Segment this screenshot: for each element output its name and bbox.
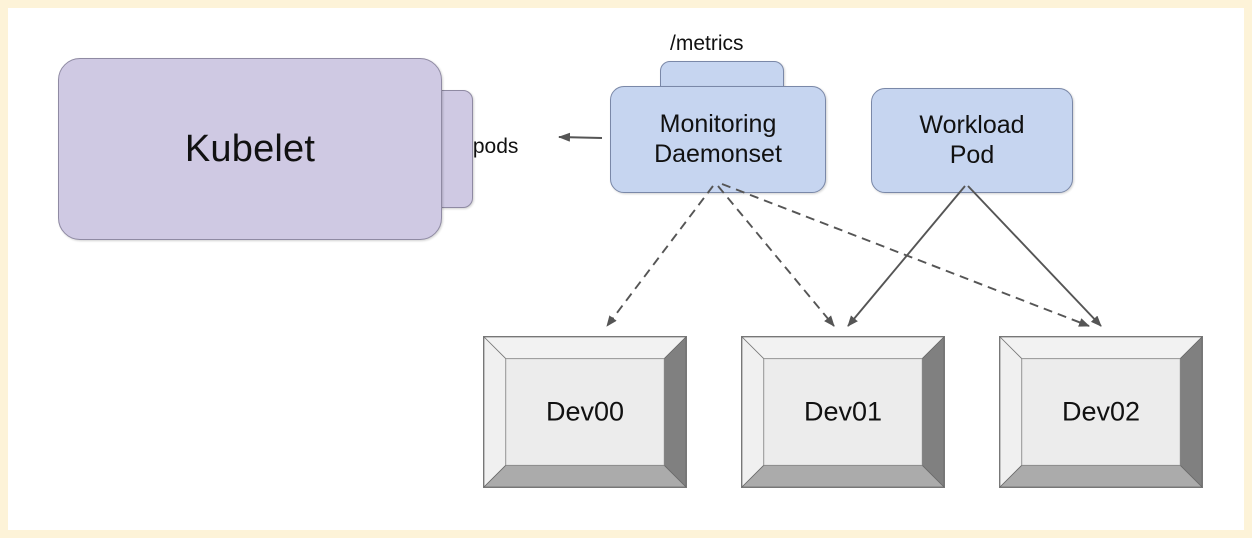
device-label: Dev01: [803, 396, 883, 427]
workload-label-line1: Workload: [919, 111, 1025, 139]
edge-monitoring-to-dev02: [721, 183, 1090, 327]
edge-monitoring-to-kubelet: [558, 132, 603, 142]
device-bevel-frame: [742, 337, 944, 487]
edge-monitoring-to-dev01: [717, 185, 835, 327]
device-bevel-frame: [1000, 337, 1202, 487]
node-workload-pod[interactable]: Workload Pod: [871, 88, 1073, 193]
workload-label-line2: Pod: [949, 140, 995, 169]
node-device-dev00[interactable]: Dev00: [483, 336, 687, 488]
node-device-dev01[interactable]: Dev01: [741, 336, 945, 488]
pods-port-label: /pods: [467, 135, 519, 158]
node-kubelet[interactable]: Kubelet: [58, 58, 442, 240]
device-bevel-frame: [484, 337, 686, 487]
edge-monitoring-to-dev00: [606, 185, 714, 327]
metrics-port-label: /metrics: [670, 32, 744, 55]
diagram-inner-canvas: Kubelet /pods /metrics Monitoring Daemon…: [8, 8, 1244, 530]
kubelet-label: Kubelet: [184, 127, 316, 170]
node-device-dev02[interactable]: Dev02: [999, 336, 1203, 488]
monitoring-label-line2: Daemonset: [654, 139, 782, 168]
monitoring-label-line1: Monitoring: [659, 110, 777, 138]
device-label: Dev00: [545, 396, 625, 427]
device-label: Dev02: [1061, 396, 1141, 427]
node-monitoring-daemonset[interactable]: Monitoring Daemonset: [610, 86, 826, 193]
edge-workload-to-dev02: [967, 185, 1102, 327]
edge-workload-to-dev01: [847, 185, 966, 327]
